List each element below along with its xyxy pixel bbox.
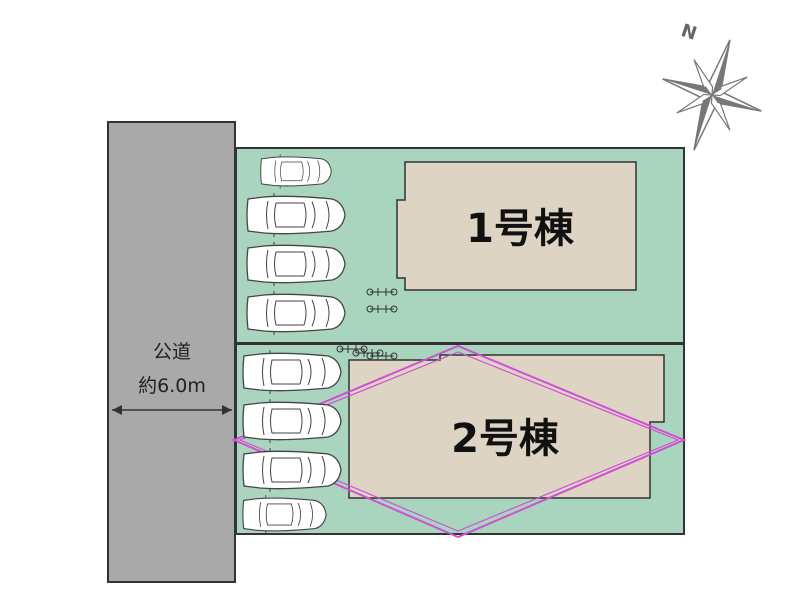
- parking-car: [246, 192, 346, 238]
- north-compass-icon: [662, 39, 762, 151]
- road-width-label: 約6.0m: [138, 375, 206, 397]
- road-width-arrow: [112, 405, 232, 415]
- parking-car: [242, 447, 342, 493]
- highlight-diamond-outer: [231, 344, 687, 539]
- public-road: [107, 121, 236, 583]
- road-name-label: 公道: [153, 341, 191, 363]
- building-2-label: 2号棟: [451, 416, 560, 462]
- parking-car: [260, 153, 332, 190]
- building-2: [348, 354, 665, 499]
- compass-north-label: N: [678, 20, 699, 45]
- building-1-label: 1号棟: [466, 206, 575, 252]
- parking-car: [246, 290, 346, 336]
- highlight-diamond-inner: [238, 351, 680, 532]
- parking-car: [242, 398, 342, 444]
- parking-car: [242, 349, 342, 395]
- parking-car: [242, 494, 327, 535]
- parking-car: [246, 241, 346, 287]
- building-1: [396, 161, 637, 291]
